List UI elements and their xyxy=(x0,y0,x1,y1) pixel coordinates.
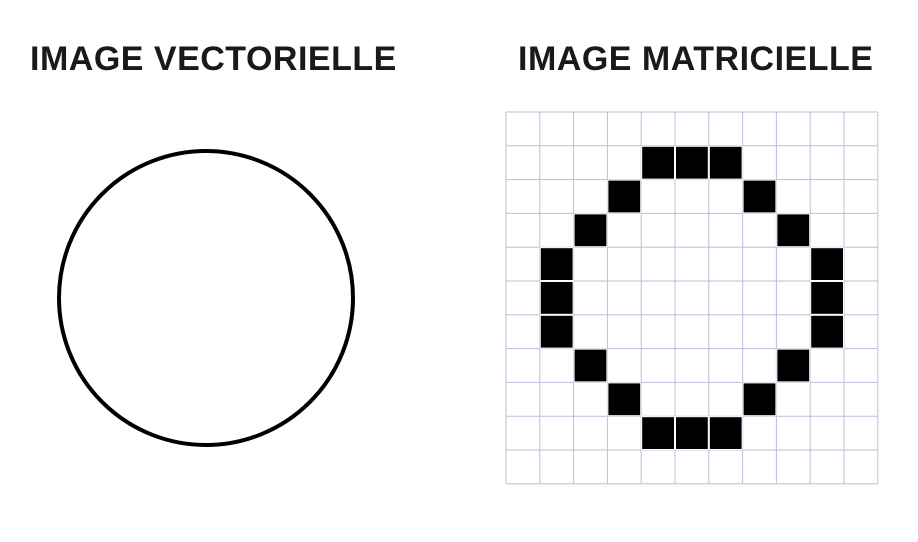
filled-pixel xyxy=(573,213,608,248)
pixel-border xyxy=(742,382,777,417)
pixel-border xyxy=(675,145,709,180)
filled-pixel xyxy=(742,179,777,214)
filled-pixel xyxy=(810,247,844,281)
filled-pixel xyxy=(539,281,574,315)
pixel-border xyxy=(573,213,608,248)
filled-pixel xyxy=(810,281,844,315)
filled-pixel xyxy=(641,416,675,450)
raster-grid xyxy=(505,111,879,485)
vector-image-title: IMAGE VECTORIELLE xyxy=(30,40,397,78)
pixel-border xyxy=(607,382,642,417)
pixel-border xyxy=(708,416,743,451)
pixel-border xyxy=(641,145,676,180)
raster-image-title: IMAGE MATRICIELLE xyxy=(518,40,874,78)
pixel-border xyxy=(641,416,676,451)
pixel-border xyxy=(776,213,811,248)
pixel-border xyxy=(539,281,574,315)
filled-pixel xyxy=(776,213,811,248)
filled-pixel xyxy=(641,145,675,180)
filled-pixel xyxy=(539,314,574,349)
vector-circle xyxy=(57,149,355,447)
pixel-border xyxy=(776,348,811,383)
filled-pixel xyxy=(607,382,642,417)
filled-pixel xyxy=(675,145,709,180)
filled-pixel xyxy=(708,145,743,180)
filled-pixel xyxy=(539,247,574,281)
filled-pixel xyxy=(708,416,743,450)
filled-pixel xyxy=(810,314,844,349)
filled-pixel xyxy=(607,179,642,214)
pixel-border xyxy=(810,247,845,281)
pixel-border xyxy=(708,145,743,180)
pixel-border xyxy=(573,348,608,383)
filled-pixel xyxy=(675,416,709,450)
pixel-border xyxy=(742,179,777,214)
pixel-border xyxy=(539,314,574,349)
filled-pixel xyxy=(742,382,777,417)
filled-pixel xyxy=(776,348,811,383)
pixel-border xyxy=(539,247,574,281)
pixel-border xyxy=(810,281,845,315)
pixel-border xyxy=(810,314,845,349)
pixel-border xyxy=(675,416,709,451)
pixel-border xyxy=(607,179,642,214)
filled-pixel xyxy=(573,348,608,383)
